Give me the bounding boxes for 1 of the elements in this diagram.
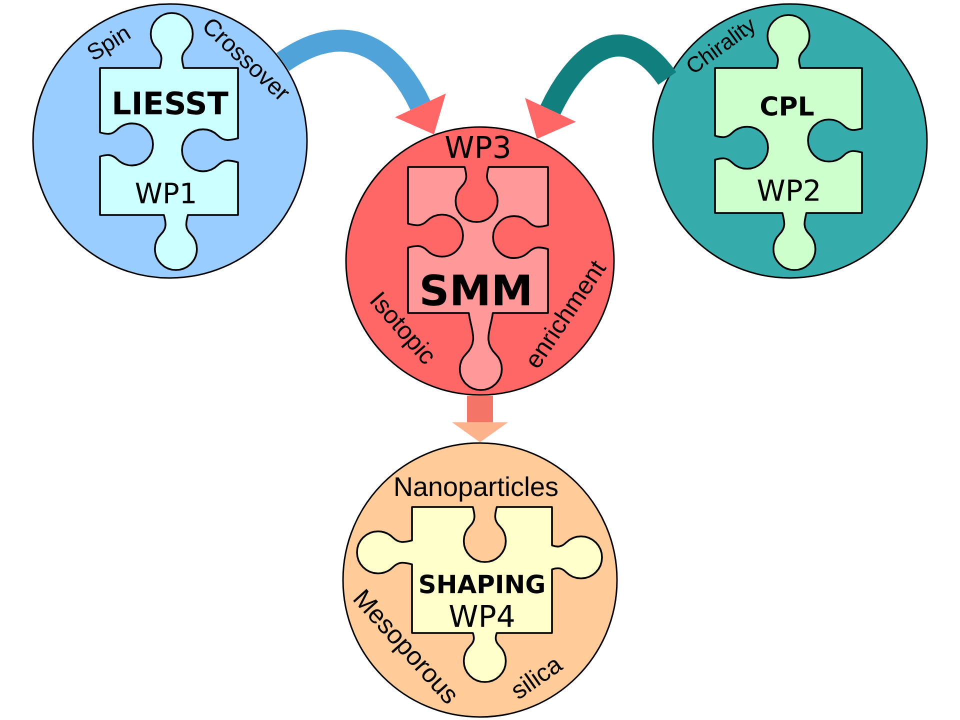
block-arrow — [452, 396, 508, 442]
